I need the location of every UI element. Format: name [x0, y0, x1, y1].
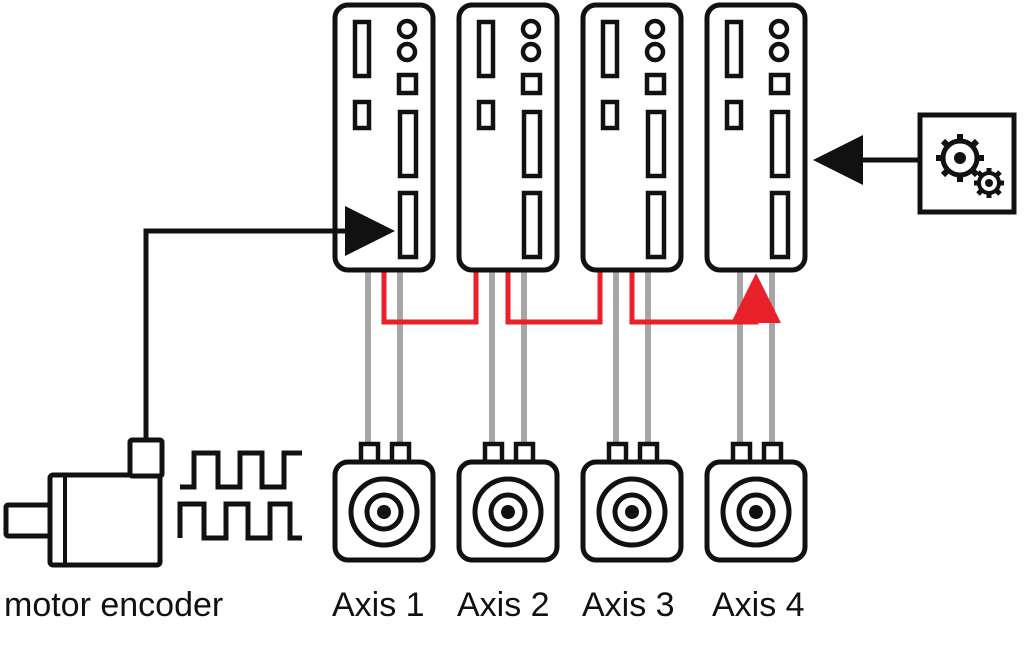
servo-motor-icon	[3, 437, 165, 568]
motor-encoder-label: motor encoder	[4, 586, 224, 624]
axis-1-label: Axis 1	[332, 586, 425, 624]
motor-4	[704, 441, 808, 563]
drive-1	[332, 2, 436, 273]
encoder-signal-chain	[381, 206, 781, 325]
pulse-waveform-icon	[177, 450, 302, 541]
encoder-feedback-line	[143, 206, 395, 440]
axis-4-label: Axis 4	[712, 586, 805, 624]
motor-cables	[365, 270, 775, 445]
motor-2	[456, 441, 560, 563]
drive-4	[704, 2, 808, 273]
motor-1	[332, 441, 436, 563]
motor-3	[580, 441, 684, 563]
axis-2-label: Axis 2	[457, 586, 550, 624]
drive-2	[456, 2, 560, 273]
drive-3	[580, 2, 684, 273]
gears-icon	[917, 112, 1017, 215]
axis-3-label: Axis 3	[582, 586, 675, 624]
